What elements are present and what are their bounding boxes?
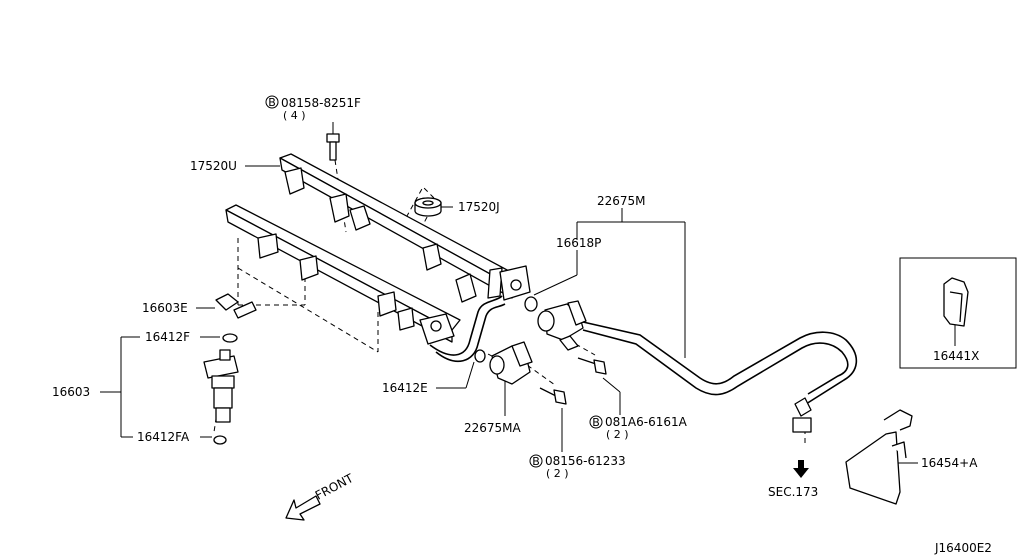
bolt-mark-081a6: B [589,415,603,429]
insulator-17520j [414,197,442,217]
label-16441x: 16441X [933,349,979,363]
label-081a6-qty: ( 2 ) [606,428,629,441]
pulsation-damper-22675ma [489,341,533,385]
label-22675m: 22675M [597,194,646,208]
label-08158-qty: ( 4 ) [283,109,306,122]
crossover-tube [429,295,506,363]
fuel-injector-16603 [203,293,257,445]
label-22675ma: 22675MA [464,421,522,435]
inset-box-16441x [899,257,1017,369]
svg-text:B: B [592,416,600,429]
label-16412fa: 16412FA [137,430,190,444]
label-sec-173: SEC.173 [768,485,818,499]
label-16412f: 16412F [145,330,190,344]
bolt-mark-08158: B [265,95,279,109]
label-16618p: 16618P [556,236,601,250]
o-ring-16412e [474,349,486,363]
label-08156-qty: ( 2 ) [546,467,569,480]
label-17520j: 17520J [458,200,500,214]
svg-text:B: B [268,96,276,109]
label-16412e: 16412E [382,381,428,395]
dashed-guide-lines [213,159,806,445]
sec173-arrow-icon [793,460,809,478]
bolt-mark-08156: B [529,454,543,468]
leader-lines [100,122,956,464]
label-16603e: 16603E [142,301,188,315]
label-front: FRONT [313,471,356,503]
svg-text:B: B [532,455,540,468]
label-08156-61233: 08156-61233 [545,454,626,468]
pulsation-damper-22675m [537,300,587,351]
fuel-feed-tube [582,321,858,433]
bolt-081a6 [577,357,607,375]
front-arrow-icon [285,495,321,521]
diagram-code: J16400E2 [934,541,992,555]
label-16603: 16603 [52,385,90,399]
label-081a6-6161a: 081A6-6161A [605,415,688,429]
label-17520u: 17520U [190,159,237,173]
lower-fuel-rail [225,204,461,345]
cover-16454a [845,409,913,505]
label-08158-8251f: 08158-8251F [281,96,361,110]
bolt-08156 [539,387,567,405]
label-16454a: 16454+A [921,456,978,470]
upper-fuel-rail [279,153,531,303]
mounting-bolt-08158 [326,133,340,161]
o-ring-16618p [524,296,538,312]
